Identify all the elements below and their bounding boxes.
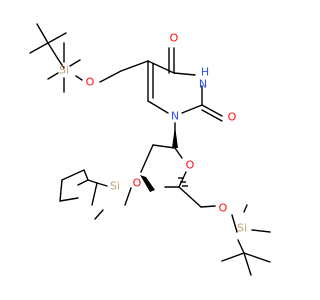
bond bbox=[152, 144, 176, 149]
atom-label-si3: Si bbox=[237, 222, 247, 235]
molecule-diagram: Si O O H N O N O O Si O Si bbox=[29, 23, 271, 276]
bond bbox=[94, 209, 104, 220]
bond bbox=[237, 239, 245, 254]
bond bbox=[91, 182, 98, 206]
bond bbox=[221, 252, 245, 262]
bond bbox=[124, 187, 132, 206]
bond bbox=[178, 171, 187, 188]
bond bbox=[77, 179, 89, 186]
bond bbox=[83, 169, 89, 181]
bond bbox=[47, 32, 67, 44]
atom-label-n3: N bbox=[199, 78, 207, 91]
bond bbox=[174, 147, 183, 159]
bond bbox=[47, 42, 59, 60]
bond bbox=[99, 70, 122, 83]
bond bbox=[243, 204, 248, 213]
bond bbox=[36, 23, 49, 44]
bond bbox=[201, 104, 223, 117]
bond bbox=[173, 72, 196, 76]
atom-label-nh: H bbox=[201, 66, 209, 79]
bond bbox=[243, 252, 252, 276]
atom-label-si2: Si bbox=[110, 180, 120, 193]
atom-label-o1: O bbox=[86, 76, 95, 89]
bond bbox=[47, 72, 59, 80]
bond bbox=[87, 179, 98, 184]
atom-label-o-ring: O bbox=[186, 159, 195, 172]
bond bbox=[231, 214, 238, 233]
bond bbox=[147, 100, 169, 114]
bond bbox=[201, 109, 223, 122]
bond bbox=[147, 60, 175, 74]
bond bbox=[178, 186, 202, 208]
bond bbox=[120, 60, 149, 72]
bond bbox=[59, 179, 63, 202]
bond bbox=[200, 205, 216, 208]
atom-label-o-si3: O bbox=[219, 202, 228, 215]
bond bbox=[29, 42, 49, 54]
bond bbox=[140, 144, 154, 173]
stereo-bonds bbox=[140, 126, 188, 192]
bond bbox=[251, 229, 271, 233]
wedge-bond bbox=[172, 126, 178, 148]
bond bbox=[75, 75, 83, 81]
bond bbox=[96, 182, 108, 187]
atom-label-o-si2: O bbox=[133, 177, 142, 190]
structure-svg: Si O O H N O N O O Si O Si bbox=[29, 23, 271, 276]
bonds bbox=[29, 23, 271, 276]
bond bbox=[181, 104, 203, 114]
bond bbox=[59, 197, 79, 202]
bond bbox=[61, 169, 85, 181]
bond bbox=[69, 59, 81, 67]
atom-label-o3: O bbox=[228, 111, 237, 124]
bond bbox=[243, 252, 271, 263]
atom-label-n1: N bbox=[171, 110, 179, 123]
atom-label-si1: Si bbox=[59, 64, 69, 77]
atom-label-o2: O bbox=[170, 32, 179, 45]
wedge-bond bbox=[140, 175, 155, 192]
bond bbox=[57, 58, 65, 69]
